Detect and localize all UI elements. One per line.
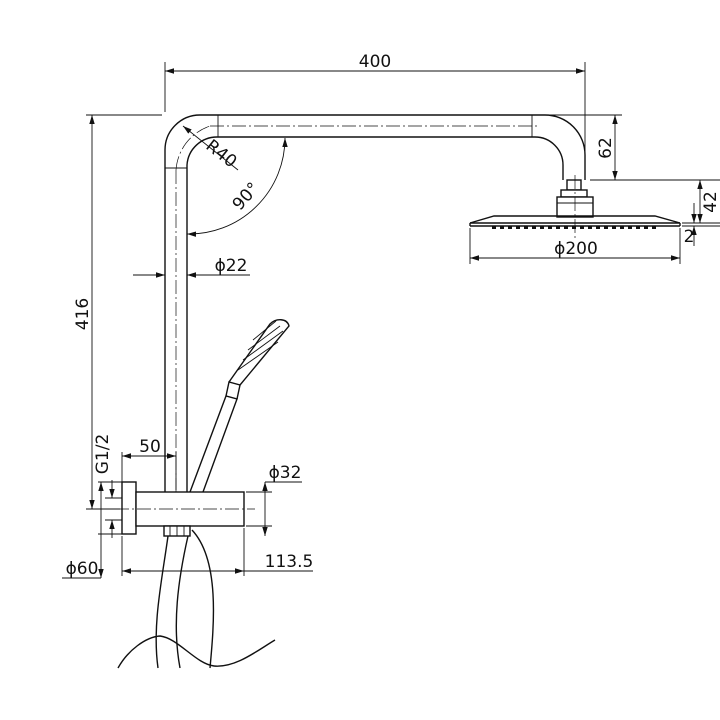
- mixer-body: [115, 481, 255, 537]
- nozzle: [636, 226, 640, 229]
- dimension-body-diameter: ϕ32: [246, 463, 302, 536]
- nozzle: [644, 226, 648, 229]
- dimension-62: 62: [548, 114, 720, 181]
- nozzle: [612, 226, 616, 229]
- dimension-radius: R40: [182, 125, 240, 172]
- nozzle-row: [492, 226, 656, 229]
- dimension-pipe-diameter: ϕ22: [133, 256, 250, 278]
- hose: [117, 529, 276, 669]
- dim-label-42: 42: [701, 191, 720, 213]
- nozzle: [548, 226, 552, 229]
- nozzle: [596, 226, 600, 229]
- head-connector: [556, 175, 594, 238]
- dimension-flange-diameter: ϕ60: [62, 481, 122, 579]
- nozzle: [532, 226, 536, 229]
- dim-label-200: ϕ200: [554, 239, 598, 259]
- dimension-head-diameter: ϕ200: [469, 228, 681, 264]
- nozzle: [588, 226, 592, 229]
- dimension-113-5: 113.5: [121, 528, 314, 576]
- nozzle: [604, 226, 608, 229]
- dim-label-62: 62: [596, 137, 616, 159]
- nozzle: [508, 226, 512, 229]
- dimension-400: 400: [164, 52, 586, 178]
- nozzle: [492, 226, 496, 229]
- dimension-42: 42: [682, 180, 720, 224]
- nozzle: [580, 226, 584, 229]
- dim-label-g12: G1/2: [93, 434, 113, 475]
- riser-pipe: [164, 114, 586, 500]
- shower-head: [469, 215, 681, 229]
- nozzle: [564, 226, 568, 229]
- nozzle: [556, 226, 560, 229]
- nozzle: [572, 226, 576, 229]
- dim-label-32: ϕ32: [269, 463, 302, 483]
- nozzle: [652, 226, 656, 229]
- nozzle: [540, 226, 544, 229]
- nozzle: [620, 226, 624, 229]
- nozzle: [500, 226, 504, 229]
- dim-label-416: 416: [73, 298, 93, 330]
- dim-label-60: ϕ60: [66, 559, 99, 579]
- dim-label-113-5: 113.5: [265, 552, 314, 572]
- nozzle: [516, 226, 520, 229]
- dim-label-400: 400: [359, 52, 391, 72]
- dimension-thread: G1/2: [93, 434, 122, 538]
- nozzle: [524, 226, 528, 229]
- dim-label-2: 2: [684, 227, 695, 247]
- dim-label-22: ϕ22: [215, 256, 248, 276]
- dimension-2: 2: [682, 203, 720, 247]
- nozzle: [628, 226, 632, 229]
- hand-shower: [189, 319, 290, 493]
- dim-label-90: 90°: [229, 179, 264, 215]
- dim-label-50: 50: [139, 437, 161, 457]
- dimension-50: 50: [121, 437, 177, 490]
- dimension-416: 416: [73, 114, 162, 510]
